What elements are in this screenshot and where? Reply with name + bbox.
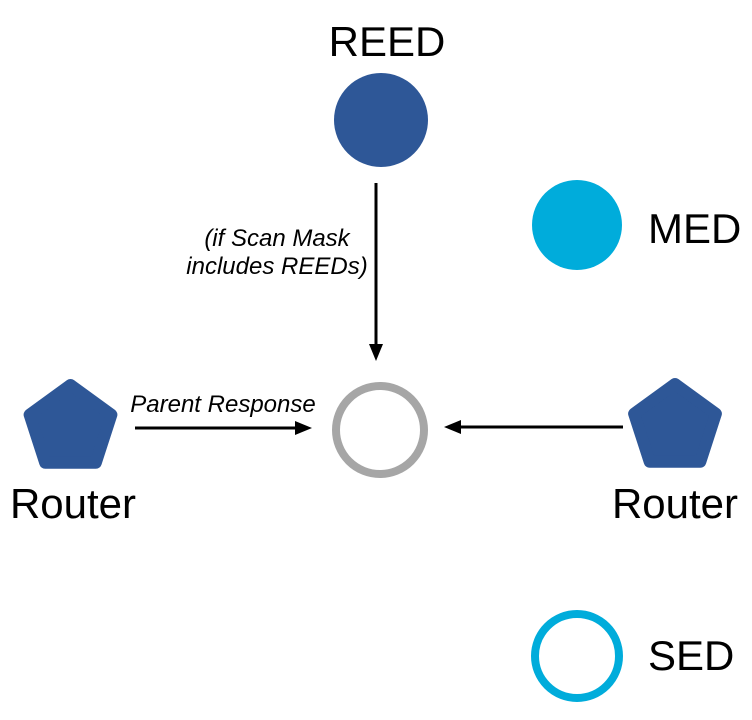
scan-mask-annotation-line1: (if Scan Mask — [204, 225, 351, 252]
router-right-pentagon — [628, 378, 722, 468]
reed-node-circle — [334, 73, 428, 167]
med-node-circle — [532, 180, 622, 270]
router-left-pentagon — [23, 379, 118, 469]
med-node-label: MED — [648, 205, 741, 252]
router-left-label: Router — [10, 480, 136, 527]
sed-node-label: SED — [648, 632, 734, 679]
parent-candidate-circle — [332, 382, 428, 478]
sed-node-circle — [531, 610, 623, 702]
parent-response-annotation: Parent Response — [130, 391, 315, 418]
router-right-label: Router — [612, 480, 738, 527]
reed-node-label: REED — [329, 18, 446, 65]
scan-mask-annotation-line2: includes REEDs) — [186, 253, 367, 280]
